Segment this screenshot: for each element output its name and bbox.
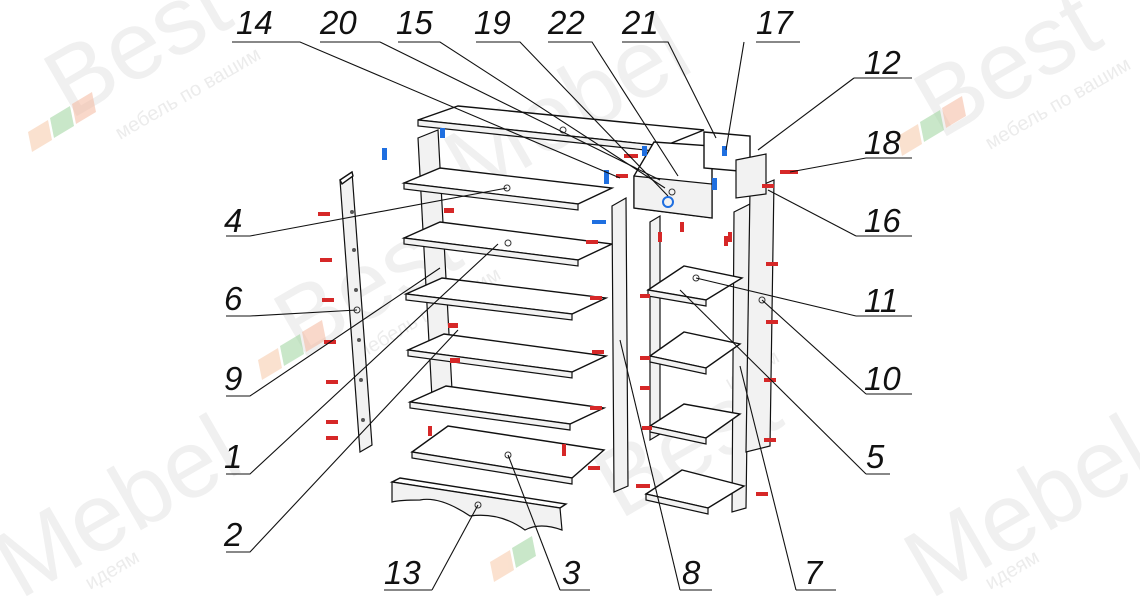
leader-lines (226, 41, 912, 591)
part-number-label: 2 (223, 516, 242, 553)
part-number-label: 14 (236, 4, 273, 41)
plinth (389, 477, 568, 531)
part-number-label: 21 (621, 4, 659, 41)
part-number-label: 7 (804, 554, 824, 591)
part-number-label: 18 (864, 124, 901, 161)
drawer-assembly (633, 131, 767, 219)
part-number-label: 11 (864, 282, 898, 319)
fasteners (318, 128, 798, 496)
shelves-left (401, 167, 615, 485)
part-number-label: 22 (547, 4, 585, 41)
part-number-label: 8 (682, 554, 701, 591)
part-number-label: 5 (866, 438, 885, 475)
part-number-label: 10 (864, 360, 901, 397)
part-number-label: 19 (474, 4, 511, 41)
middle-panel (611, 196, 629, 493)
part-number-label: 13 (384, 554, 421, 591)
part-number-label: 15 (396, 4, 433, 41)
part-number-label: 20 (319, 4, 357, 41)
top-board (417, 105, 705, 153)
part-number-label: 1 (224, 438, 242, 475)
part-number-label: 12 (864, 44, 901, 81)
logo-mark (28, 92, 966, 582)
part-number-label: 17 (756, 4, 794, 41)
part-number-label: 6 (224, 280, 243, 317)
part-number-label: 16 (864, 202, 901, 239)
part-number-label: 9 (224, 360, 242, 397)
left-side-panel (339, 170, 373, 454)
part-number-label: 4 (224, 202, 242, 239)
part-number-label: 3 (562, 554, 581, 591)
